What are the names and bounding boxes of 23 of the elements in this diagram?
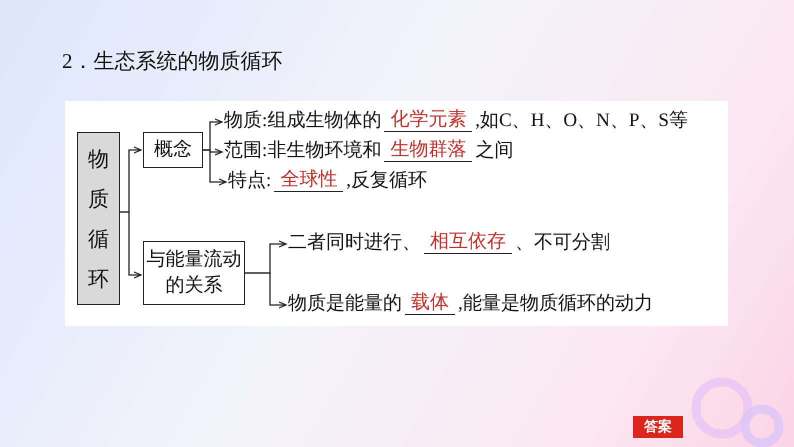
- arrow: [245, 272, 287, 309]
- filled-blank: 载体: [405, 292, 455, 315]
- statement-text: 之间: [475, 140, 514, 162]
- filled-blank: 生物群落: [384, 139, 472, 162]
- statement-text: 二者同时进行、: [288, 232, 421, 254]
- filled-blank: 相互依存: [424, 231, 512, 254]
- statement-text: 特点:: [228, 170, 272, 192]
- filled-blank: 化学元素: [384, 109, 472, 132]
- concept-box: 与能量流动的关系: [143, 241, 245, 305]
- statement-text: ,如C、H、O、N、P、S等: [475, 110, 688, 132]
- statement-text: ,能量是物质循环的动力: [458, 293, 653, 315]
- filled-blank: 全球性: [274, 169, 344, 192]
- vertical-title-box: 物质循环: [77, 132, 120, 305]
- statement-text: 物质是能量的: [288, 293, 402, 315]
- statement-text: 物质:组成生物体的: [224, 110, 382, 132]
- answer-button: 答案: [633, 416, 683, 438]
- concept-box: 概念: [143, 132, 203, 168]
- statement-text: 、不可分割: [515, 232, 610, 254]
- statement-text: ,反复循环: [346, 170, 428, 192]
- statement-text: 范围:非生物环境和: [224, 140, 382, 162]
- arrow: [120, 211, 142, 279]
- arrow: [203, 149, 227, 186]
- heading: 2．生态系统的物质循环: [62, 48, 282, 75]
